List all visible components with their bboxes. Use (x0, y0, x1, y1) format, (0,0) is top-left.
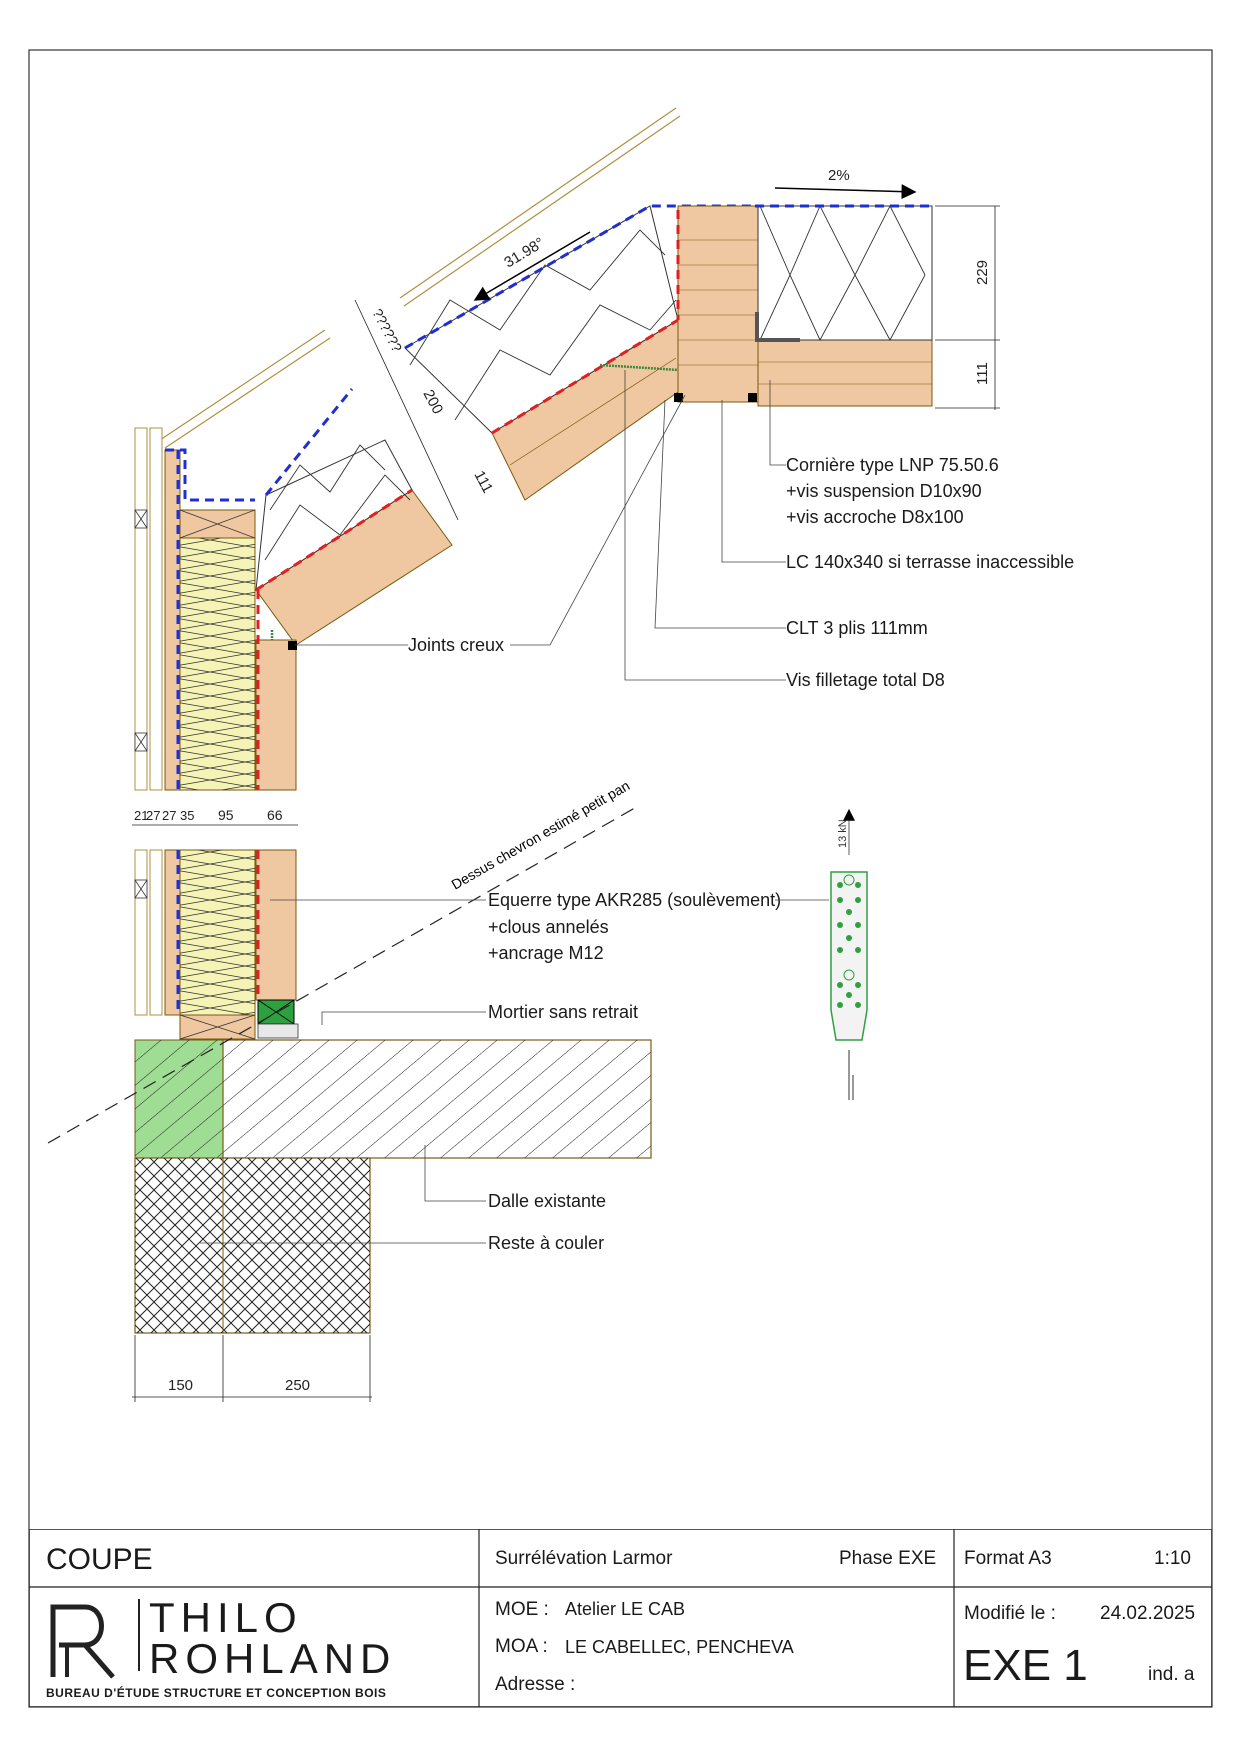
scale: 1:10 (1154, 1548, 1191, 1569)
callout-lc: LC 140x340 si terrasse inaccessible (786, 552, 1074, 572)
wall-dim-6: 66 (267, 807, 283, 823)
callout-mortier: Mortier sans retrait (488, 1002, 638, 1022)
modified-date: 24.02.2025 (1100, 1603, 1196, 1624)
address-label: Adresse : (495, 1674, 576, 1695)
phase: Phase EXE (839, 1548, 937, 1569)
wall-dim-2: 27 (146, 808, 160, 823)
format: Format A3 (964, 1548, 1052, 1569)
angle-bracket (755, 312, 800, 342)
load-label: 13 kN (837, 819, 849, 848)
dim-terrace-clt: 111 (974, 362, 991, 385)
wall-dim-4: 35 (180, 808, 194, 823)
callout-clt: CLT 3 plis 111mm (786, 618, 928, 638)
akr285-bracket-detail: 13 kN (830, 808, 868, 1100)
lc-beam (677, 205, 759, 403)
moe-value: Atelier LE CAB (565, 1599, 686, 1619)
dim-roof-insul: 200 (419, 387, 446, 417)
callout-joints: Joints creux (408, 635, 504, 655)
unknown-dim: ?????? (369, 306, 405, 355)
callout-equerre-1: Equerre type AKR285 (soulèvement) (488, 890, 781, 910)
callout-dalle: Dalle existante (488, 1191, 606, 1211)
wall-dim-5: 95 (218, 807, 234, 823)
dim-terrace-insul: 229 (974, 260, 991, 285)
wall-dim-1: 21 (134, 808, 148, 823)
wall-upper (134, 427, 297, 791)
wall-dim-3: 27 (162, 808, 176, 823)
terrace-assembly (674, 204, 935, 407)
revision-index: ind. a (1148, 1664, 1195, 1685)
callout-equerre-2: +clous annelés (488, 917, 609, 937)
terrace-insulation (757, 205, 933, 341)
foundation-dim-2: 250 (285, 1377, 310, 1394)
terrace-clt (757, 339, 933, 407)
sheet-frame (28, 49, 1213, 1708)
moa-value: LE CABELLEC, PENCHEVA (565, 1637, 794, 1657)
logo-line2: ROHLAND (149, 1635, 397, 1682)
callout-vis: Vis filletage total D8 (786, 670, 945, 690)
wall-clt (255, 639, 297, 791)
wall-lower (134, 849, 299, 1040)
moa-label: MOA : (495, 1636, 548, 1657)
callout-corniere-3: +vis accroche D8x100 (786, 507, 964, 527)
callout-equerre-3: +ancrage M12 (488, 943, 604, 963)
rafter-line-label: Dessus chevron estimé petit pan (449, 777, 633, 892)
logo-line1: THILO (149, 1594, 303, 1641)
dim-roof-clt: 111 (470, 468, 496, 496)
title-block: COUPE Surrélévation Larmor Phase EXE For… (29, 1529, 1212, 1707)
foundation (134, 1039, 652, 1334)
callout-reste: Reste à couler (488, 1233, 604, 1253)
logo-tagline: BUREAU D'ÉTUDE STRUCTURE ET CONCEPTION B… (46, 1686, 387, 1700)
foundation-dim-1: 150 (168, 1377, 193, 1394)
terrace-slope: 2% (828, 167, 850, 184)
drawing-number: EXE 1 (963, 1641, 1088, 1690)
modified-label: Modifié le : (964, 1603, 1056, 1624)
roof-slope: 31.98° (501, 234, 547, 271)
callouts: Cornière type LNP 75.50.6 +vis suspensio… (200, 370, 1074, 1253)
company-logo-mark (50, 1604, 115, 1679)
moe-label: MOE : (495, 1599, 549, 1620)
callout-corniere-2: +vis suspension D10x90 (786, 481, 982, 501)
callout-corniere-1: Cornière type LNP 75.50.6 (786, 455, 999, 475)
project-name: Surrélévation Larmor (495, 1548, 673, 1569)
sheet-title: COUPE (46, 1543, 153, 1576)
